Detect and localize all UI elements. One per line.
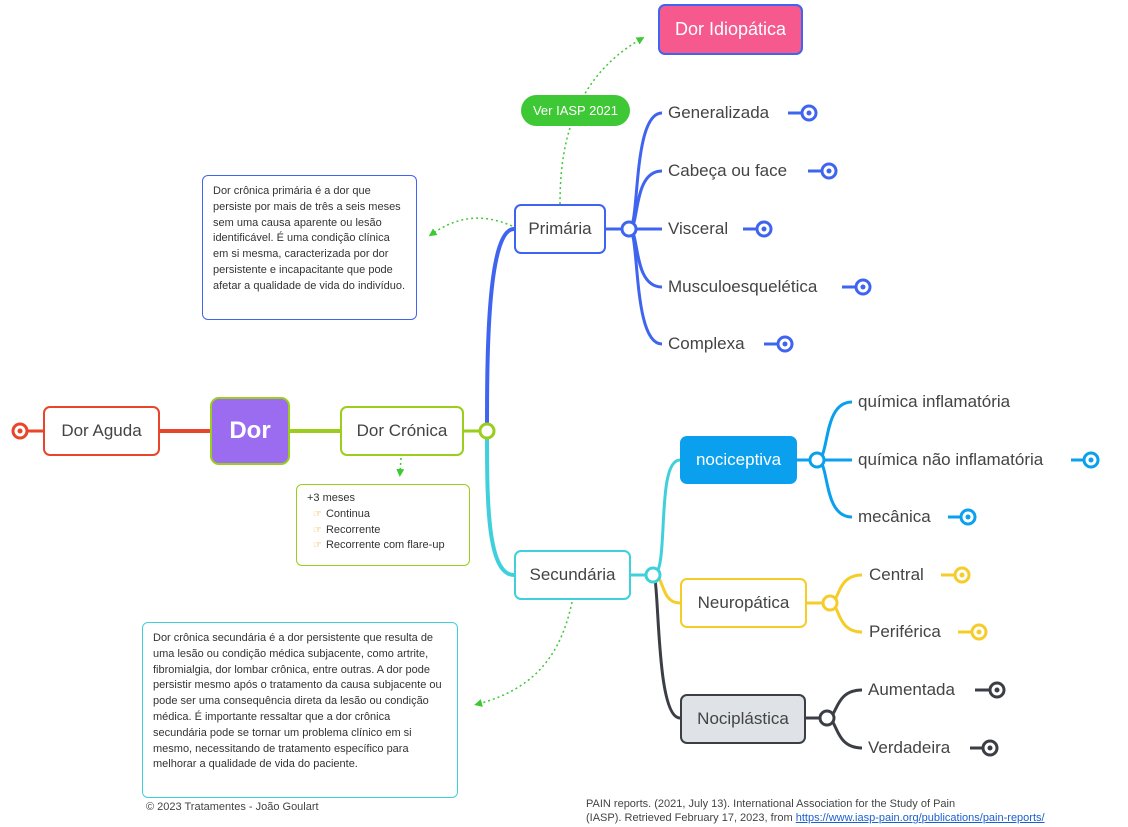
junction-circles <box>478 220 839 727</box>
chronic-note-list: ☞Continua ☞Recorrente ☞Recorrente com fl… <box>307 507 459 554</box>
primary-definition-note: Dor crônica primária é a dor que persist… <box>202 175 417 320</box>
copyright-credit: © 2023 Tratamentes - João Goulart <box>146 801 319 813</box>
root-node[interactable]: Dor <box>210 397 290 465</box>
primary-item-generalizada[interactable]: Generalizada <box>668 103 770 122</box>
handle-rings <box>11 104 1100 757</box>
secondary-definition-note: Dor crônica secundária é a dor persisten… <box>142 622 458 798</box>
link-hub-secondary <box>485 430 515 577</box>
chronic-pain-node[interactable]: Dor Crónica <box>340 406 464 456</box>
list-item: ☞Recorrente com flare-up <box>313 539 445 552</box>
link-hub-primary <box>485 227 515 432</box>
primary-item-complexa[interactable]: Complexa <box>668 334 745 353</box>
iasp-2021-badge[interactable]: Ver IASP 2021 <box>521 95 630 126</box>
primary-item-musculoesqueletica[interactable]: Musculoesquelética <box>668 277 818 296</box>
nociplastic-item-verdadeira[interactable]: Verdadeira <box>868 738 951 757</box>
arrow-primary-to-idiopathic <box>559 36 645 205</box>
reference-citation: PAIN reports. (2021, July 13). Internati… <box>586 797 1045 825</box>
reference-line-2: (IASP). Retrieved February 17, 2023, fro… <box>586 812 1045 824</box>
chronic-note-heading: +3 meses <box>307 492 355 504</box>
reference-line-1: PAIN reports. (2021, July 13). Internati… <box>586 798 956 810</box>
pointing-hand-icon: ☞ <box>313 540 322 552</box>
pointing-hand-icon: ☞ <box>313 508 322 520</box>
nociceptive-item-inflamatoria[interactable]: química inflamatória <box>858 392 1011 411</box>
chronic-duration-note: +3 meses ☞Continua ☞Recorrente ☞Recorren… <box>296 484 470 566</box>
link-primary-cabeca <box>628 169 663 231</box>
arrow-chronic-to-note <box>396 457 405 477</box>
pointing-hand-icon: ☞ <box>313 524 322 536</box>
nociceptive-item-nao-inflamatoria[interactable]: química não inflamatória <box>858 450 1044 469</box>
neuropathic-item-central[interactable]: Central <box>869 565 924 584</box>
nociceptive-item-mecanica[interactable]: mecânica <box>858 507 931 526</box>
neuropathic-item-periferica[interactable]: Periférica <box>869 622 941 641</box>
primary-item-cabeca-face[interactable]: Cabeça ou face <box>668 161 788 180</box>
neuropathic-node[interactable]: Neuropática <box>680 578 807 628</box>
primary-item-visceral[interactable]: Visceral <box>668 219 729 238</box>
acute-pain-node[interactable]: Dor Aguda <box>43 406 160 456</box>
arrow-primary-to-note <box>428 217 513 237</box>
reference-link[interactable]: https://www.iasp-pain.org/publications/p… <box>795 812 1045 824</box>
idiopathic-pain-node[interactable]: Dor Idiopática <box>658 4 803 55</box>
arrow-secondary-to-note <box>474 601 573 707</box>
leaf-handles <box>743 111 1084 750</box>
primary-node[interactable]: Primária <box>514 204 606 254</box>
nociplastic-item-aumentada[interactable]: Aumentada <box>868 680 955 699</box>
list-item: ☞Recorrente <box>313 523 381 536</box>
link-secondary-nociceptive <box>652 458 681 577</box>
secondary-node[interactable]: Secundária <box>514 550 631 600</box>
list-item: ☞Continua <box>313 507 371 520</box>
nociceptive-node[interactable]: nociceptiva <box>680 436 797 484</box>
nociplastic-node[interactable]: Nociplástica <box>680 694 806 744</box>
